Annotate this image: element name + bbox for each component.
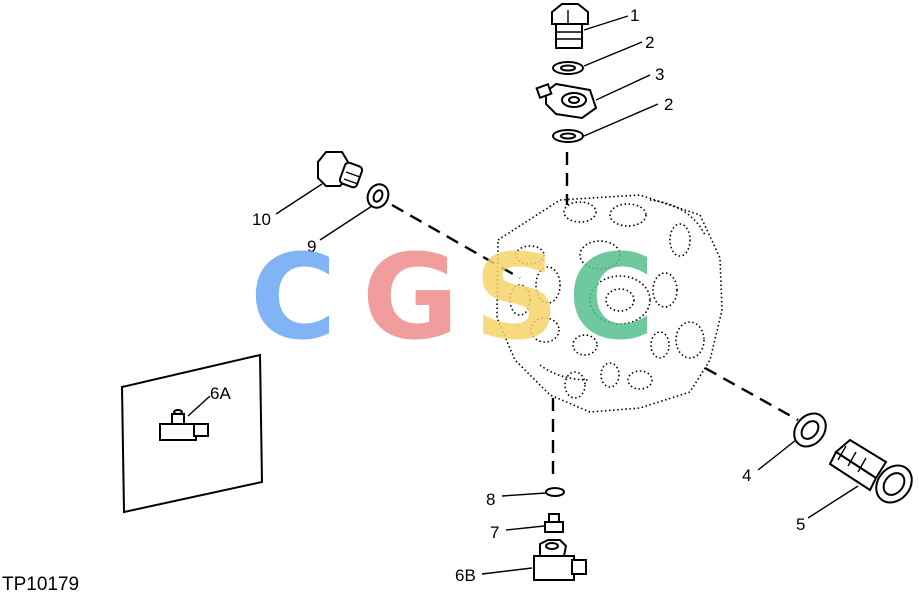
figure-code: TP10179 (2, 574, 79, 594)
assembly-axes (391, 152, 799, 478)
callout-8: 8 (486, 490, 495, 509)
callout-2-lower: 2 (664, 95, 673, 114)
part-4-o-ring-hole (800, 420, 820, 440)
part-6b-fitting (533, 539, 587, 581)
part-3-fitting (535, 82, 598, 120)
part-2-washer-upper-hole (560, 64, 576, 72)
watermark-letter-g: G (362, 228, 459, 366)
watermark: C G S C (250, 228, 655, 366)
leader-1 (583, 15, 629, 31)
watermark-letter-s: S (474, 228, 559, 366)
callout-9: 9 (307, 237, 316, 256)
leader-6a (187, 395, 211, 417)
leader-8 (501, 492, 547, 497)
leader-lines (275, 15, 859, 575)
leader-2-lower (583, 103, 659, 137)
part-2-washer-lower-hole (560, 132, 576, 140)
callout-3: 3 (655, 65, 664, 84)
callout-6b: 6B (455, 566, 476, 585)
leader-5 (807, 485, 859, 519)
part-9-o-ring-hole (372, 189, 384, 203)
leader-6b (481, 567, 533, 575)
callout-7: 7 (490, 523, 499, 542)
part-10-fitting (317, 151, 364, 189)
leader-3 (595, 74, 651, 101)
leader-2-upper (583, 41, 643, 67)
watermark-letter-c2: C (568, 228, 655, 366)
leader-9 (319, 205, 373, 241)
callout-4: 4 (742, 466, 751, 485)
leader-10 (275, 183, 323, 215)
part-8-washer (545, 487, 565, 497)
part-5-adapter (828, 438, 913, 504)
callout-1: 1 (630, 6, 639, 25)
leader-4 (757, 439, 797, 471)
part-6a-fitting (159, 409, 209, 441)
part-1-plug (551, 3, 589, 49)
part-7-fitting (544, 513, 564, 533)
pump-housing (496, 194, 723, 413)
callout-2-upper: 2 (645, 33, 654, 52)
leader-7 (505, 525, 545, 531)
watermark-letter-c1: C (250, 228, 337, 366)
callout-6a: 6A (210, 384, 231, 403)
callout-10: 10 (252, 210, 271, 229)
inset-panel (120, 353, 264, 514)
callout-5: 5 (796, 515, 805, 534)
